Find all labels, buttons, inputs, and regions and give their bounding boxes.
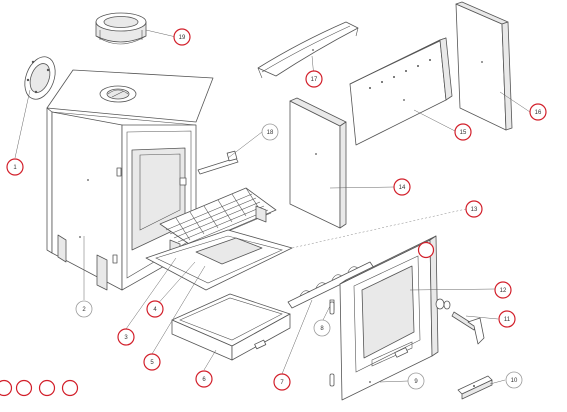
callout-label: 2 [82,307,86,313]
door-catch [457,375,493,400]
callout-circle [465,200,483,218]
callout-circle [529,103,547,121]
grate-rod [197,150,239,175]
callout-17: 17 [305,70,323,88]
callout-1: 1 [6,158,24,176]
callout-circle [173,28,191,46]
callout-2: 2 [75,300,93,318]
callout-19: 19 [173,28,191,46]
callout-label: 11 [504,317,511,323]
callout-circle [313,319,331,337]
firebrick-side [289,97,347,229]
callout-label: 1 [13,165,17,171]
callout-9: 9 [407,372,425,390]
callout-circle [146,300,164,318]
callout-label: 4 [153,307,157,313]
grate-frame [145,229,293,291]
callout-circle [454,123,472,141]
callout-16: 16 [529,103,547,121]
callout-7: 7 [273,373,291,391]
callout-label: 12 [500,288,507,294]
callout-label: 7 [280,380,284,386]
stove-door [339,235,439,401]
callout-circle [38,379,56,397]
callout-circle [6,158,24,176]
callout-empty [38,379,56,397]
callout-4: 4 [146,300,164,318]
callout-empty [15,379,33,397]
callout-15: 15 [454,123,472,141]
callout-circle [61,379,79,397]
door-handle [435,298,485,345]
callout-6: 6 [195,370,213,388]
callout-13: 13 [465,200,483,218]
callout-label: 18 [267,130,274,136]
callout-circle [407,372,425,390]
ash-pan [171,293,291,361]
firebrick-back [349,37,453,146]
callout-empty [61,379,79,397]
callout-14: 14 [393,178,411,196]
callout-label: 5 [150,360,154,366]
callout-label: 16 [535,110,542,116]
callout-12: 12 [494,281,512,299]
callout-circle [305,70,323,88]
flue-ring [24,56,56,100]
callout-label: 19 [179,35,186,41]
callout-circle [417,241,435,259]
callout-circle [15,379,33,397]
baffle-plate [257,21,359,79]
callout-11: 11 [498,310,516,328]
callout-5: 5 [143,353,161,371]
firebrick-right [455,1,513,131]
leader-lines [14,29,531,385]
callout-18: 18 [261,123,279,141]
callout-3: 3 [117,328,135,346]
callout-label: 8 [320,326,324,332]
callout-circle [494,281,512,299]
callout-label: 14 [399,185,406,191]
callout-empty [0,379,13,397]
callout-empty [417,241,435,259]
callout-circle [273,373,291,391]
callout-circle [117,328,135,346]
callout-label: 15 [460,130,467,136]
callout-circle [505,371,523,389]
callout-circle [393,178,411,196]
callout-label: 9 [414,379,418,385]
callout-circle [0,379,13,397]
callout-label: 17 [311,77,318,83]
callout-label: 3 [124,335,128,341]
callout-label: 10 [511,378,518,384]
callout-circle [261,123,279,141]
callout-8: 8 [313,319,331,337]
callout-10: 10 [505,371,523,389]
callout-circle [195,370,213,388]
callout-label: 13 [471,207,478,213]
callout-label: 6 [202,377,206,383]
hinge-pin [329,301,335,387]
flue-collar [95,12,147,45]
callout-circle [75,300,93,318]
callout-circle [498,310,516,328]
callout-circle [143,353,161,371]
